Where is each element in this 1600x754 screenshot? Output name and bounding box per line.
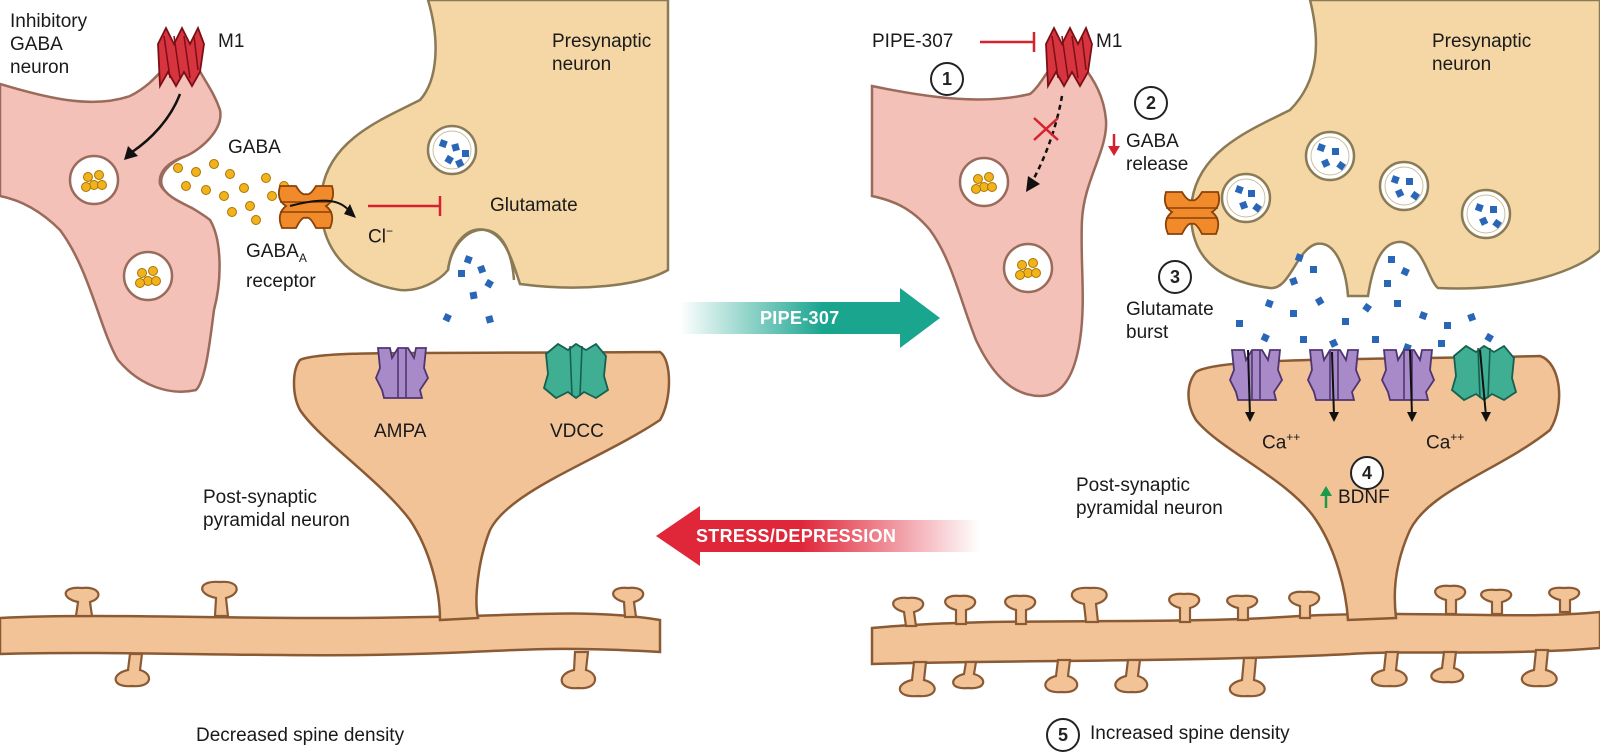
pipe-307-drug-label: PIPE-307 [872,31,954,52]
stress-depression-arrow-label: STRESS/DEPRESSION [696,526,897,546]
step-5-badge: 5 [1046,718,1080,752]
vdcc-label: VDCC [550,421,604,442]
gaba-release-label: GABA release [1126,131,1189,175]
postsynaptic-neuron-label-left: Post-synaptic pyramidal neuron [203,487,350,531]
calcium-influx-label-1: Ca++ [1262,430,1301,454]
chloride-label: Cl− [368,224,393,248]
gaba-label: GABA [228,137,281,158]
calcium-influx-label-2: Ca++ [1426,430,1465,454]
presynaptic-neuron-label: Presynaptic neuron [552,31,652,75]
ampa-label: AMPA [374,421,427,442]
step-2-badge: 2 [1134,86,1168,120]
inhibitory-neuron-label: Inhibitory GABA neuron [10,11,88,78]
increased-spine-density-label: Increased spine density [1090,723,1290,744]
decreased-spine-density-label: Decreased spine density [196,725,405,746]
step-4-badge: 4 [1350,456,1384,490]
step-3-badge: 3 [1158,260,1192,294]
m1-receptor-label-right: M1 [1096,31,1123,52]
presynaptic-neuron-label-right: Presynaptic neuron [1432,31,1532,75]
glutamate-label: Glutamate [490,195,578,216]
pipe-307-arrow-label: PIPE-307 [760,308,840,328]
glutamate-burst-label: Glutamate burst [1126,299,1214,343]
bdnf-label: BDNF [1338,487,1390,508]
step-1-badge: 1 [930,62,964,96]
postsynaptic-neuron-label-right: Post-synaptic pyramidal neuron [1076,475,1223,519]
m1-receptor-label: M1 [218,31,245,52]
